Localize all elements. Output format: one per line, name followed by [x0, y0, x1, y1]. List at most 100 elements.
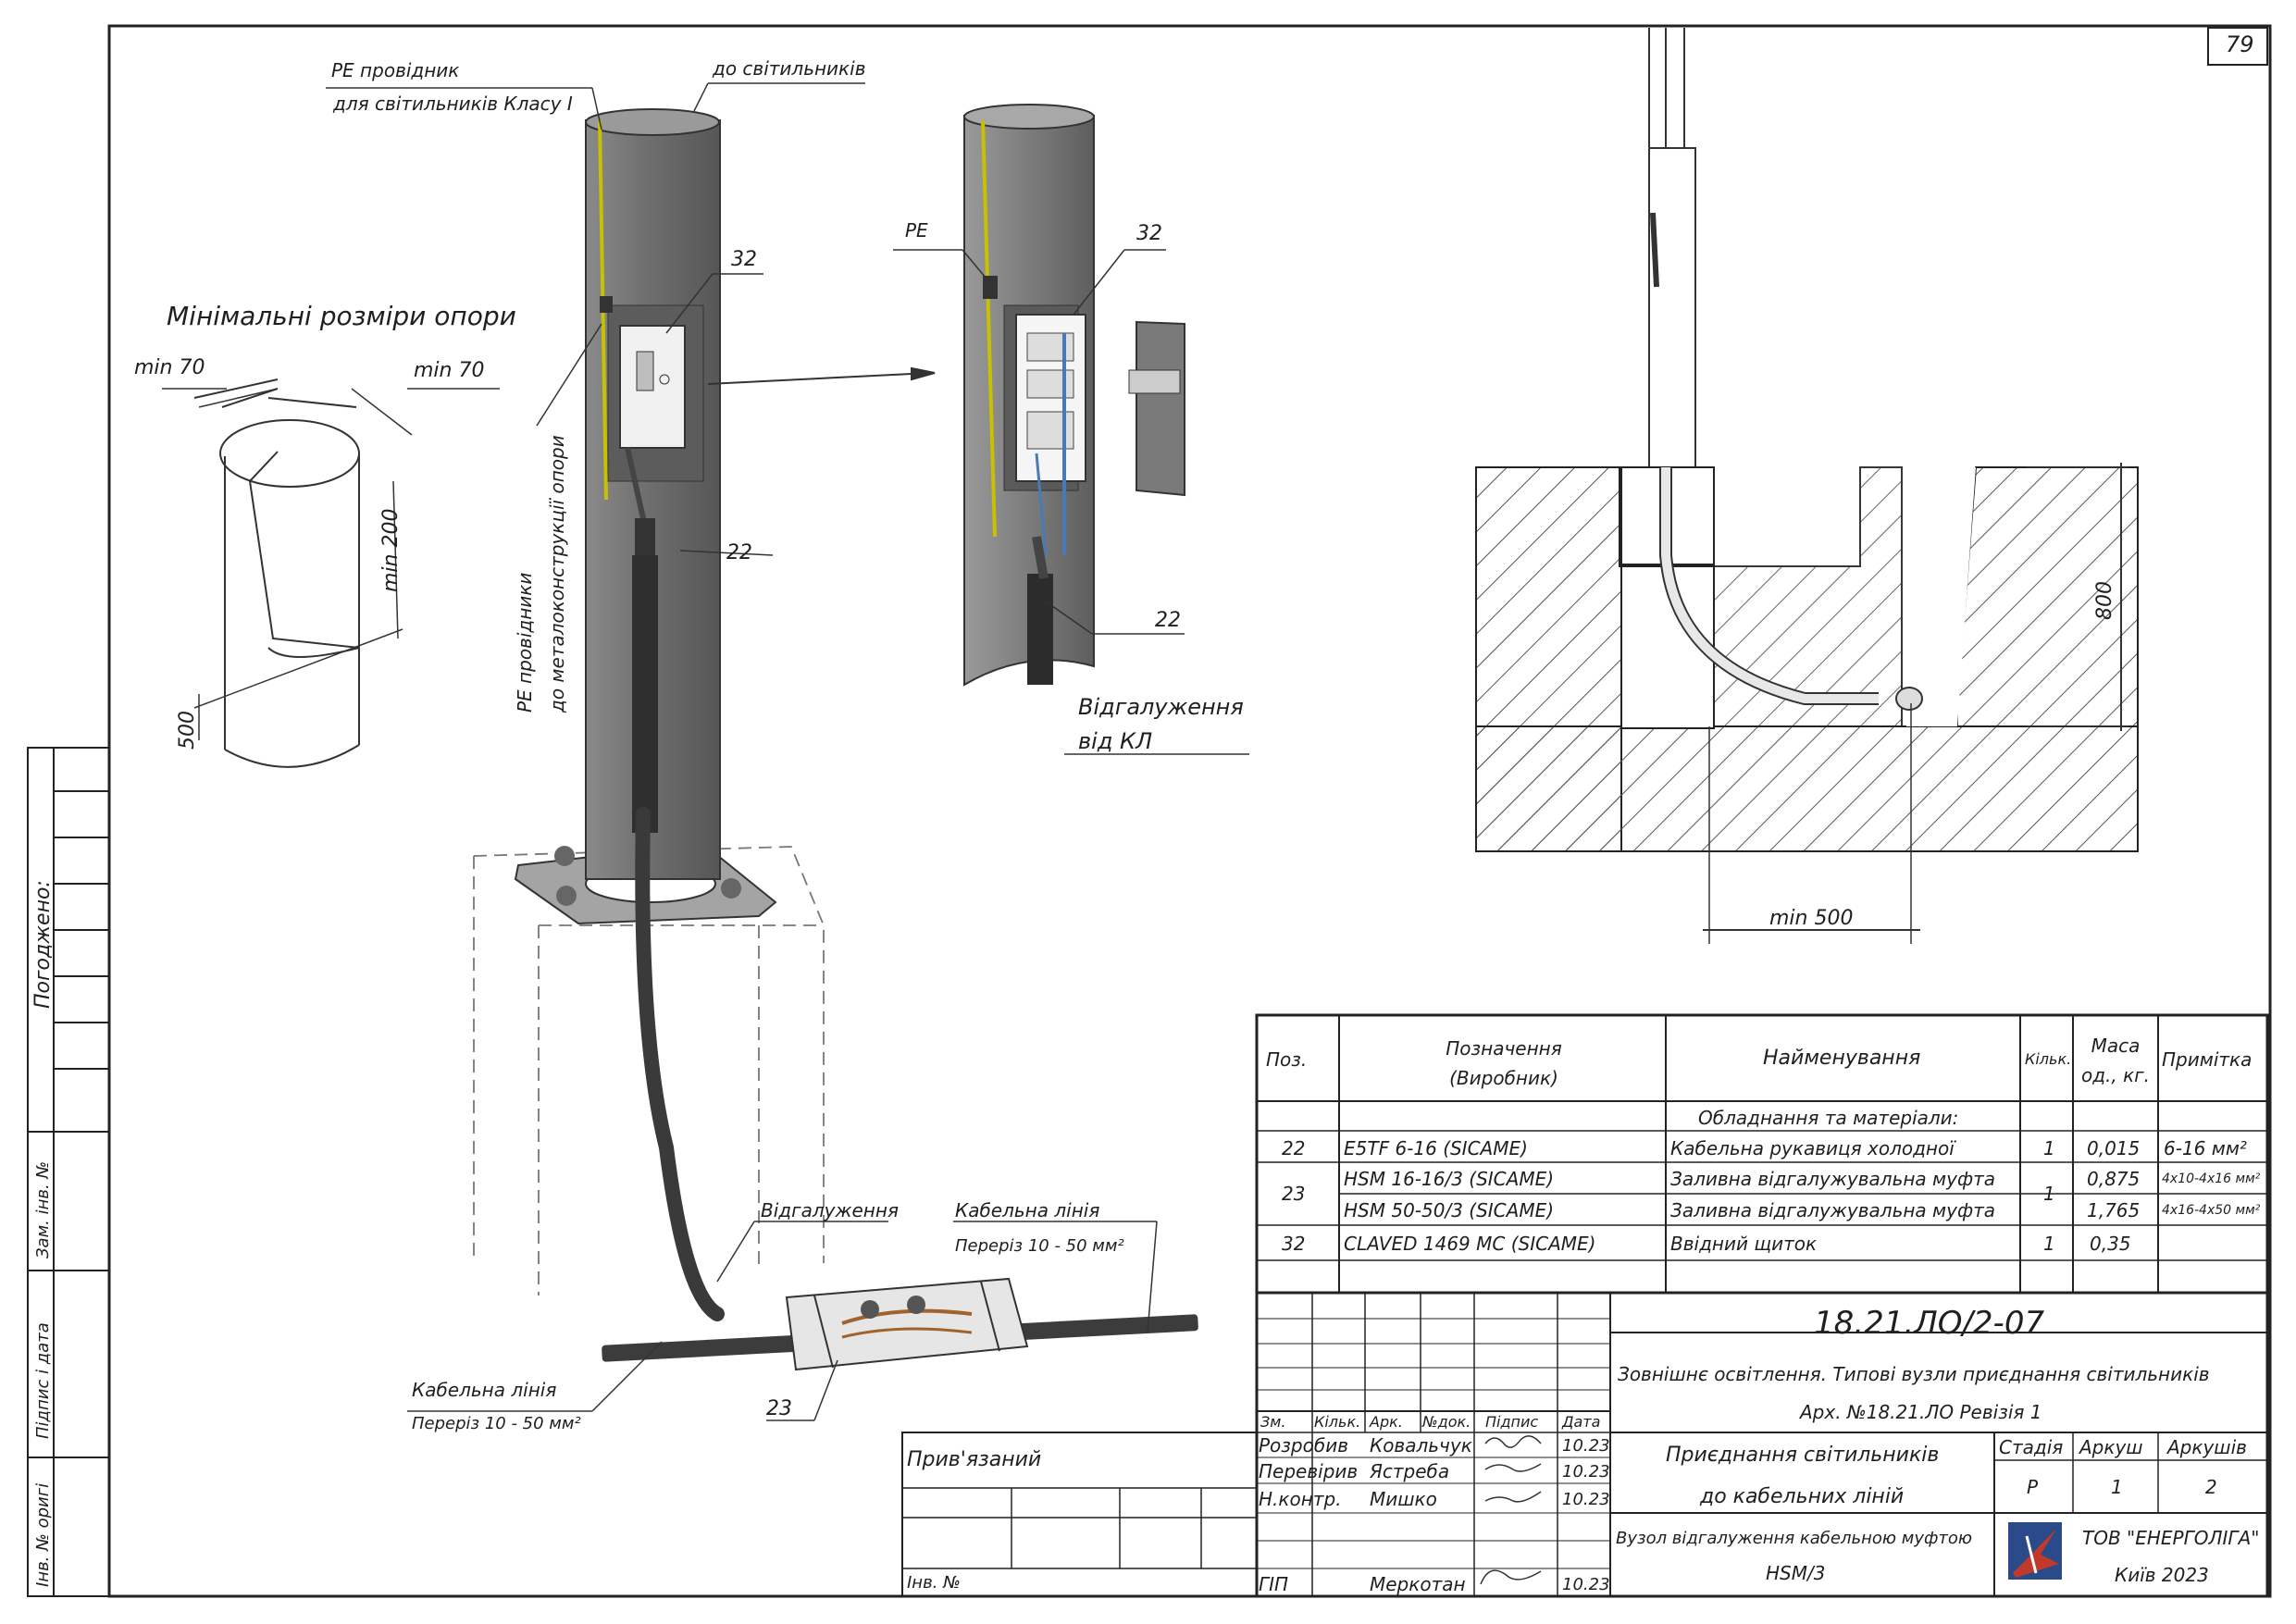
signer-name-1: Ковальчук [1370, 1434, 1472, 1457]
side-agreed: Погоджено: [31, 880, 55, 1009]
sheets-value: 2 [2205, 1476, 2217, 1498]
pole-right [963, 104, 1095, 687]
th-pos: Поз. [1266, 1048, 1308, 1071]
callout-cable-line-bottom-2: Переріз 10 - 50 мм² [412, 1414, 581, 1433]
row4-pos: 32 [1282, 1233, 1306, 1255]
company-name: ТОВ "ЕНЕРГОЛІГА" [2082, 1527, 2260, 1549]
th-name: Найменування [1763, 1047, 1921, 1070]
th-mass: Маса од., кг. [2080, 1035, 2151, 1086]
project-title: Зовнішнє освітлення. Типові вузли приєдн… [1618, 1363, 2210, 1385]
row4-qty: 1 [2043, 1233, 2055, 1255]
trench-section [1475, 28, 2139, 852]
signer-role-2: Перевірив [1259, 1460, 1359, 1482]
row4-designation: CLAVED 1469 MC (SICAME) [1344, 1233, 1596, 1255]
row2-qty: 1 [2043, 1183, 2055, 1205]
row3-name: Заливна відгалужувальна муфта [1670, 1199, 1995, 1221]
side-stamp-frame [27, 747, 110, 1597]
signer-name-2: Ястреба [1370, 1460, 1450, 1482]
dim-min70-a: min 70 [134, 356, 205, 379]
min-dimensions-pole [193, 378, 413, 768]
dim-800: 800 [2093, 581, 2116, 620]
signer-date-1: 10.23 [1562, 1436, 1610, 1456]
dim-min70-b: min 70 [414, 359, 485, 382]
sheet-number: 79 [2226, 31, 2254, 57]
row2-designation: HSM 16-16/3 (SICAME) [1344, 1168, 1555, 1190]
col-izm: Зм. [1260, 1413, 1286, 1431]
pole-left [585, 108, 721, 880]
city-year: Київ 2023 [2115, 1564, 2209, 1586]
row3-note: 4х16-4х50 мм² [2162, 1203, 2261, 1218]
sheet-label: Аркуш [2079, 1436, 2143, 1458]
callout-branch-kl-2: від КЛ [1078, 728, 1153, 754]
row3-designation: HSM 50-50/3 (SICAME) [1344, 1199, 1555, 1221]
row2-mass: 0,875 [2087, 1168, 2141, 1190]
th-qty: Кільк. [2025, 1050, 2072, 1068]
callout-pos32-right: 32 [1136, 222, 1162, 245]
callout-pos22-right: 22 [1155, 609, 1181, 632]
callout-pe-conductor-1: PE провідник [331, 59, 460, 81]
row1-name: Кабельна рукавиця холодної [1670, 1137, 1955, 1159]
col-pidpys: Підпис [1485, 1413, 1539, 1431]
spec-section: Обладнання та матеріали: [1698, 1107, 1959, 1129]
callout-cable-line-top-2: Переріз 10 - 50 мм² [955, 1236, 1124, 1256]
row1-note: 6-16 мм² [2164, 1137, 2247, 1159]
dim-min200: min 200 [379, 508, 403, 592]
row1-qty: 1 [2043, 1137, 2055, 1159]
callout-pos23: 23 [766, 1397, 792, 1420]
callout-pos22-left: 22 [726, 541, 752, 564]
cable-down-left [635, 807, 725, 1321]
th-designation: Позначення (Виробник) [1446, 1037, 1562, 1089]
sheet-title-2: HSM/3 [1766, 1562, 1826, 1584]
bound-label: Прив'язаний [907, 1448, 1042, 1471]
sheet-value: 1 [2111, 1476, 2123, 1498]
callout-pe-to-metal-1: PE провідники [514, 572, 536, 713]
cover-plate [1128, 320, 1185, 497]
callout-pe-to-metal-2: до металоконструкції опори [546, 435, 568, 713]
sheet-number-box [2207, 27, 2268, 66]
stage-value: Р [2027, 1476, 2039, 1498]
dim-min500: min 500 [1769, 907, 1854, 930]
foundation-dashed [473, 846, 825, 1295]
dim-500: 500 [176, 711, 199, 750]
row4-name: Ввідний щиток [1670, 1233, 1818, 1255]
signer-date-4: 10.23 [1562, 1575, 1610, 1594]
branch-joint-23 [602, 1277, 1198, 1371]
side-sign-date: Підпис і дата [33, 1322, 53, 1439]
callout-cable-line-top-1: Кабельна лінія [955, 1199, 1100, 1221]
col-ndok: №док. [1422, 1413, 1471, 1431]
trench-dimensions [1703, 463, 2128, 944]
signatures [1480, 1435, 1542, 1585]
company-logo [2008, 1522, 2062, 1580]
arrow-to-detail [707, 366, 936, 385]
archive-ref: Арх. №18.21.ЛО Ревізія 1 [1800, 1401, 2042, 1423]
callout-branch-kl-1: Відгалуження [1078, 694, 1244, 720]
signer-role-3: Н.контр. [1259, 1488, 1342, 1510]
sheet-title-1: Вузол відгалуження кабельною муфтою [1616, 1529, 1973, 1548]
inv-label: Інв. № [907, 1573, 961, 1593]
row2-note: 4х10-4х16 мм² [2162, 1172, 2261, 1186]
row1-designation: E5TF 6-16 (SICAME) [1344, 1137, 1528, 1159]
row2-name: Заливна відгалужувальна муфта [1670, 1168, 1995, 1190]
row2-pos: 23 [1282, 1183, 1306, 1205]
side-inv-orig: Інв. № оригі [33, 1482, 53, 1587]
callout-to-luminaires: до світильників [713, 57, 866, 80]
row1-pos: 22 [1282, 1137, 1306, 1159]
drawing-title-1: Приєднання світильників [1666, 1444, 1940, 1467]
doc-code: 18.21.ЛО/2-07 [1814, 1305, 2045, 1342]
row4-mass: 0,35 [2090, 1233, 2131, 1255]
row1-mass: 0,015 [2087, 1137, 2141, 1159]
callout-branch: Відгалуження [761, 1199, 899, 1221]
stage-label: Стадія [1999, 1436, 2064, 1458]
callout-cable-line-bottom-1: Кабельна лінія [412, 1379, 557, 1401]
signer-date-3: 10.23 [1562, 1490, 1610, 1509]
side-replace-inv: Зам. інв. № [33, 1160, 53, 1258]
signer-role-1: Розробив [1259, 1434, 1348, 1457]
min-dims-title: Мінімальні розміри опори [167, 301, 516, 331]
callout-pe-right: PE [905, 219, 928, 242]
sheets-label: Аркушів [2167, 1436, 2247, 1458]
th-note: Примітка [2162, 1048, 2253, 1071]
col-kilk: Кільк. [1314, 1413, 1361, 1431]
signer-name-3: Мишко [1370, 1488, 1437, 1510]
col-data: Дата [1562, 1413, 1601, 1431]
